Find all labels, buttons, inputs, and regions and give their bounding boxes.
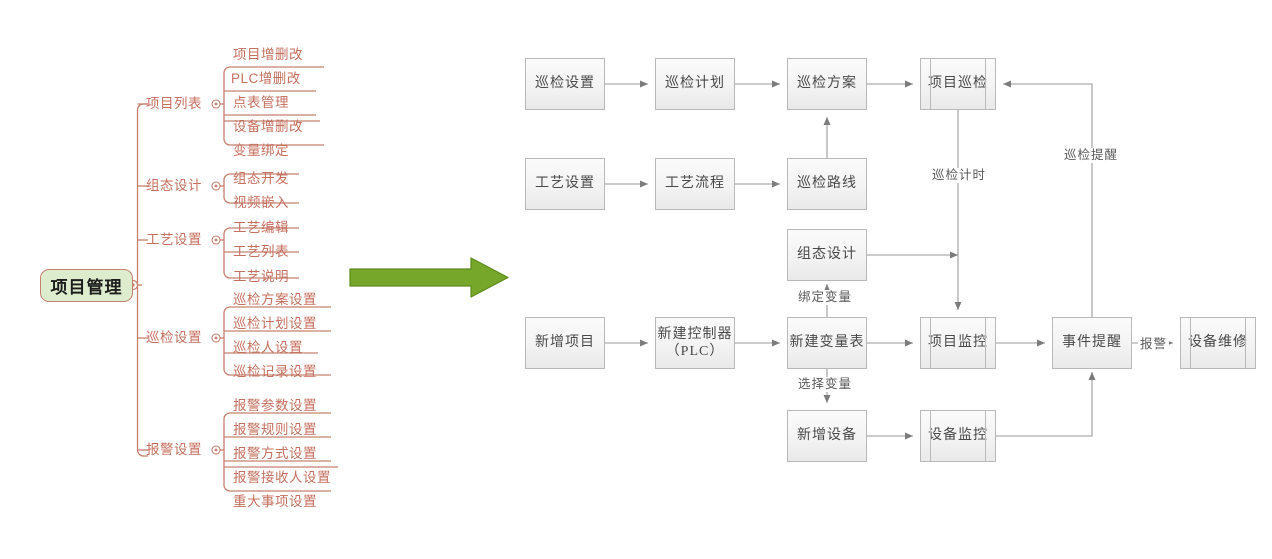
mindmap-leaf[interactable]: 报警方式设置 [233,446,317,461]
flow-node-新建控制器[interactable]: 新建控制器 （PLC） [655,317,735,369]
flow-node-设备维修[interactable]: 设备维修 [1180,317,1256,369]
mindmap-branch-巡检设置[interactable]: 巡检设置 [146,330,202,345]
mindmap-region: 项目管理 项目列表 组态设计 工艺设置 巡检设置 报警设置 项目增删改 PLC增… [0,0,360,559]
flow-node-巡检方案[interactable]: 巡检方案 [787,58,867,110]
mindmap-leaf[interactable]: 点表管理 [233,95,289,110]
mindmap-leaf[interactable]: 重大事项设置 [233,494,317,509]
mindmap-leaf[interactable]: 工艺列表 [233,244,289,259]
right-arrow-icon [349,257,509,298]
mindmap-root-label: 项目管理 [50,278,123,297]
flow-node-组态设计[interactable]: 组态设计 [787,229,867,281]
edge-label-报警: 报警 [1138,337,1170,352]
flow-node-巡检计划[interactable]: 巡检计划 [655,58,735,110]
mindmap-leaf[interactable]: 报警规则设置 [233,422,317,437]
flow-node-巡检设置[interactable]: 巡检设置 [525,58,605,110]
mindmap-leaf[interactable]: 巡检方案设置 [233,292,317,307]
mindmap-leaf[interactable]: 组态开发 [233,171,289,186]
mindmap-leaf[interactable]: 变量绑定 [233,143,289,158]
mindmap-root-node[interactable]: 项目管理 [40,269,133,302]
mindmap-leaf[interactable]: 项目增删改 [233,47,303,62]
mindmap-leaf[interactable]: 巡检计划设置 [233,316,317,331]
flow-node-新增设备[interactable]: 新增设备 [787,410,867,462]
mindmap-leaf[interactable]: 视频嵌入 [233,195,289,210]
edge-label-绑定变量: 绑定变量 [796,290,855,305]
mindmap-leaf[interactable]: 报警参数设置 [233,398,317,413]
mindmap-branch-工艺设置[interactable]: 工艺设置 [146,232,202,247]
mindmap-leaf[interactable]: PLC增删改 [231,71,301,86]
mindmap-leaf[interactable]: 工艺说明 [233,269,289,284]
flow-node-项目巡检[interactable]: 项目巡检 [920,58,996,110]
mindmap-leaf[interactable]: 报警接收人设置 [233,470,331,485]
mindmap-branch-报警设置[interactable]: 报警设置 [146,442,202,457]
mindmap-leaf[interactable]: 巡检人设置 [233,340,303,355]
flow-node-设备监控[interactable]: 设备监控 [920,410,996,462]
mindmap-leaf[interactable]: 设备增删改 [233,119,303,134]
edge-label-巡检计时: 巡检计时 [930,168,989,183]
flow-node-工艺流程[interactable]: 工艺流程 [655,158,735,210]
mindmap-branch-项目列表[interactable]: 项目列表 [146,96,202,111]
flow-node-新建变量表[interactable]: 新建变量表 [787,317,867,369]
mindmap-leaf[interactable]: 巡检记录设置 [233,364,317,379]
flow-node-事件提醒[interactable]: 事件提醒 [1052,317,1132,369]
mindmap-connectors [127,66,338,492]
mindmap-leaf[interactable]: 工艺编辑 [233,220,289,235]
flow-node-巡检路线[interactable]: 巡检路线 [787,158,867,210]
mindmap-branch-组态设计[interactable]: 组态设计 [146,178,202,193]
flow-node-项目监控[interactable]: 项目监控 [920,317,996,369]
edge-label-选择变量: 选择变量 [796,377,855,392]
edge-label-巡检提醒: 巡检提醒 [1062,148,1121,163]
flow-node-工艺设置[interactable]: 工艺设置 [525,158,605,210]
flow-node-新增项目[interactable]: 新增项目 [525,317,605,369]
